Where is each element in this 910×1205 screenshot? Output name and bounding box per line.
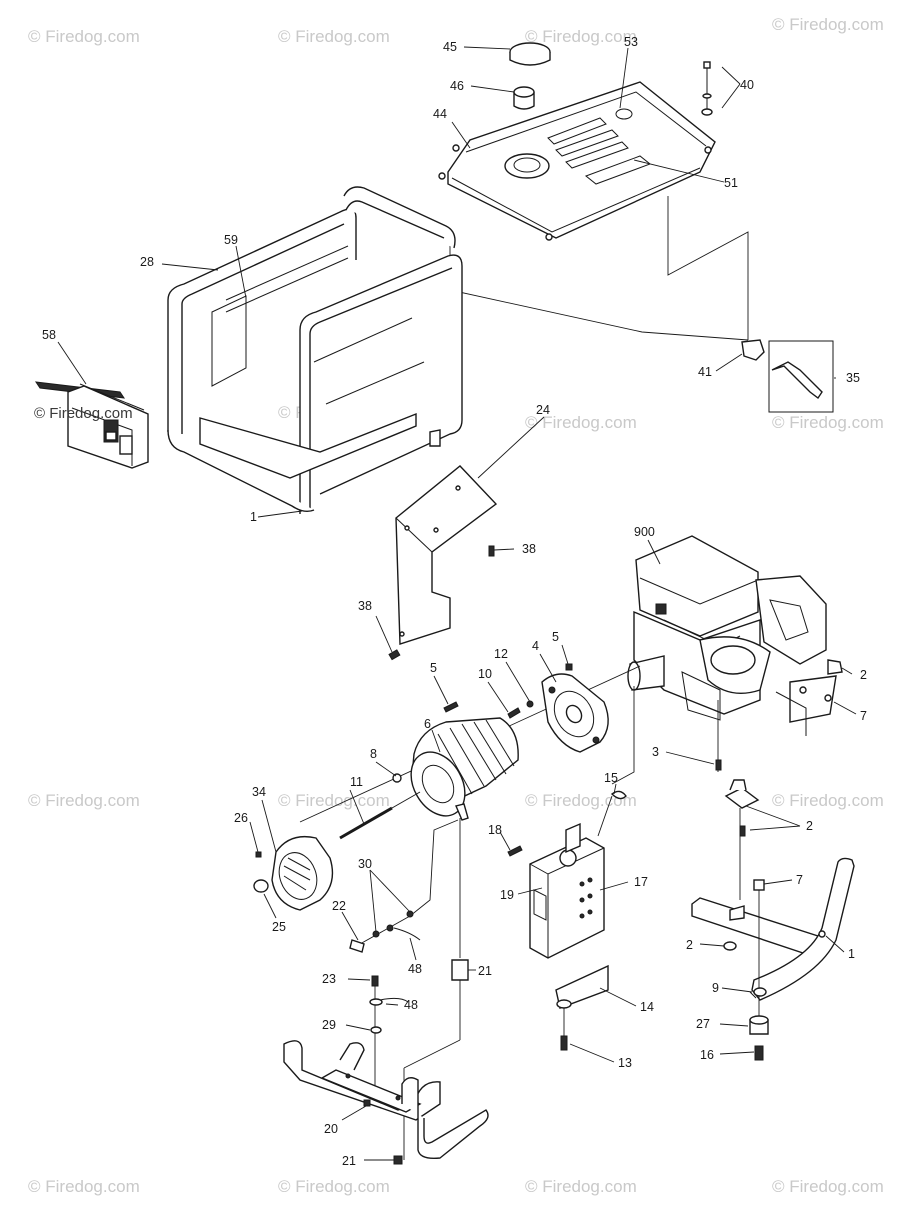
callout-labels: 45 53 46 40 44 51 59 28 58 41 35 24 1 38… <box>42 35 867 1168</box>
callout-label: 44 <box>433 107 447 121</box>
callout-label: 1 <box>848 947 855 961</box>
callout-label: 41 <box>698 365 712 379</box>
watermark: © Firedog.com <box>525 1177 637 1196</box>
callout-label: 13 <box>618 1056 632 1070</box>
callout-label: 28 <box>140 255 154 269</box>
callout-label: 59 <box>224 233 238 247</box>
right-hardware-drawing <box>723 879 769 1061</box>
control-panel-drawing: © Firedog.com <box>34 381 149 469</box>
panel-watermark: © Firedog.com <box>34 405 133 422</box>
leader-lines <box>57 46 857 1121</box>
callout-label: 34 <box>252 785 266 799</box>
muffler-bracket-drawing <box>715 700 760 900</box>
harness-drawing <box>349 819 459 953</box>
callout-label: 46 <box>450 79 464 93</box>
screw-38-drawing <box>388 545 495 661</box>
callout-label: 21 <box>342 1154 356 1168</box>
callout-label: 17 <box>634 875 648 889</box>
callout-label: 53 <box>624 35 638 49</box>
watermark: © Firedog.com <box>772 791 884 810</box>
callout-label: 18 <box>488 823 502 837</box>
callout-label: 12 <box>494 647 508 661</box>
callout-label: 9 <box>712 981 719 995</box>
callout-label: 22 <box>332 899 346 913</box>
muffler-drawing <box>529 822 609 1009</box>
callout-label: 3 <box>652 745 659 759</box>
callout-label: 2 <box>686 938 693 952</box>
callout-label: 5 <box>430 661 437 675</box>
callout-label: 7 <box>860 709 867 723</box>
watermark: © Firedog.com <box>28 1177 140 1196</box>
watermark: © Firedog.com <box>278 1177 390 1196</box>
tank-bolt-drawing <box>701 61 713 116</box>
callout-label: 900 <box>634 525 655 539</box>
right-rail-drawing <box>691 857 855 1001</box>
callout-label: 27 <box>696 1017 710 1031</box>
watermark: © Firedog.com <box>28 791 140 810</box>
callout-label: 1 <box>250 510 257 524</box>
callout-label: 45 <box>443 40 457 54</box>
callout-label: 38 <box>522 542 536 556</box>
callout-label: 48 <box>408 962 422 976</box>
callout-label: 38 <box>358 599 372 613</box>
watermark: © Firedog.com <box>772 15 884 34</box>
engine-drawing <box>627 535 843 736</box>
fuel-line-drawing <box>449 196 834 413</box>
callout-label: 51 <box>724 176 738 190</box>
callout-label: 26 <box>234 811 248 825</box>
callout-label: 58 <box>42 328 56 342</box>
shroud-drawing <box>395 465 498 645</box>
through-bolt-drawing <box>339 773 421 840</box>
callout-label: 15 <box>604 771 618 785</box>
watermark: © Firedog.com <box>525 413 637 432</box>
callout-label: 20 <box>324 1122 338 1136</box>
callout-label: 11 <box>350 775 363 789</box>
lower-hardware-drawing <box>369 975 409 1090</box>
muffler-hardware-drawing <box>507 790 627 1051</box>
fuel-tank-drawing <box>438 81 716 241</box>
callout-label: 48 <box>404 998 418 1012</box>
callout-label: 4 <box>532 639 539 653</box>
callout-label: 19 <box>500 888 514 902</box>
stator-drawing <box>410 717 519 821</box>
callout-label: 35 <box>846 371 860 385</box>
callout-label: 24 <box>536 403 550 417</box>
callout-label: 25 <box>272 920 286 934</box>
callout-label: 16 <box>700 1048 714 1062</box>
callout-label: 23 <box>322 972 336 986</box>
callout-label: 14 <box>640 1000 654 1014</box>
watermark: © Firedog.com <box>525 27 637 46</box>
watermark: © Firedog.com <box>28 27 140 46</box>
frame-drawing <box>167 186 463 514</box>
bottom-rail-drawing <box>283 1040 489 1160</box>
fuel-cap-drawing <box>509 42 551 110</box>
watermark-layer: © Firedog.com © Firedog.com © Firedog.co… <box>28 15 884 1196</box>
callout-label: 2 <box>806 819 813 833</box>
small-screws-drawing <box>443 700 534 719</box>
watermark: © Firedog.com <box>278 791 390 810</box>
bearing-carrier-drawing <box>541 663 609 753</box>
watermark: © Firedog.com <box>278 27 390 46</box>
callout-label: 30 <box>358 857 372 871</box>
bottom-screw-drawing <box>364 1155 403 1165</box>
callout-label: 8 <box>370 747 377 761</box>
watermark: © Firedog.com <box>772 1177 884 1196</box>
callout-label: 7 <box>796 873 803 887</box>
callout-label: 5 <box>552 630 559 644</box>
end-cover-drawing <box>253 835 334 911</box>
callout-label: 2 <box>860 668 867 682</box>
callout-label: 6 <box>424 717 431 731</box>
watermark: © Firedog.com <box>772 413 884 432</box>
callout-label: 40 <box>740 78 754 92</box>
callout-label: 21 <box>478 964 492 978</box>
callout-label: 29 <box>322 1018 336 1032</box>
callout-label: 10 <box>478 667 492 681</box>
